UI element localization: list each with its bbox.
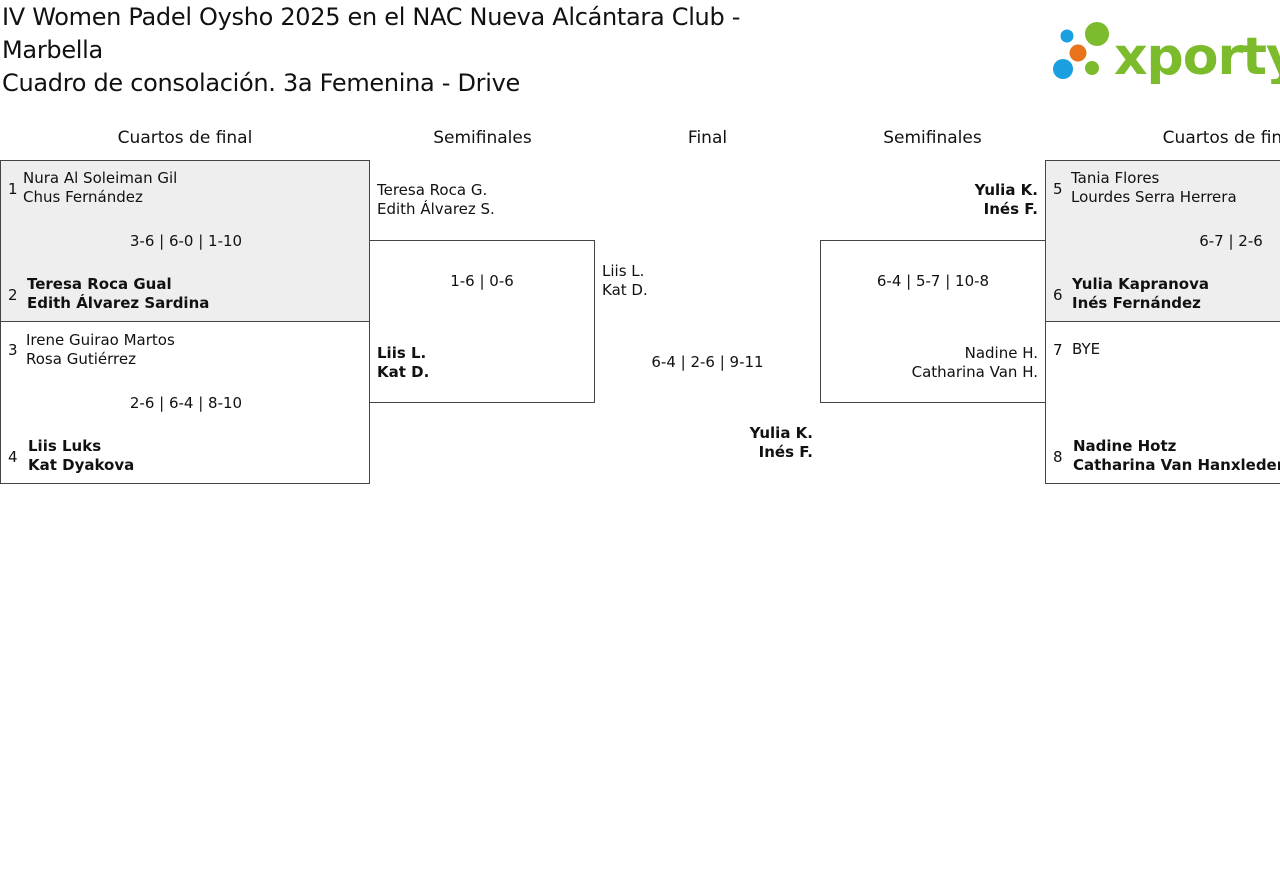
seed-number: 5 bbox=[1053, 180, 1063, 198]
player-name: Edith Álvarez Sardina bbox=[27, 294, 210, 312]
player-name: Inés Fernández bbox=[1072, 294, 1201, 312]
winner-team-names: Teresa Roca Gual Edith Álvarez Sardina bbox=[27, 275, 209, 313]
seed-number: 6 bbox=[1053, 286, 1063, 304]
player-name: Teresa Roca Gual bbox=[27, 275, 172, 293]
column-header-right-sf: Semifinales bbox=[883, 128, 982, 148]
player-name: Catharina Van H. bbox=[911, 363, 1038, 381]
team-names: BYE bbox=[1072, 340, 1100, 359]
xporty-logo[interactable]: xporty bbox=[1050, 18, 1280, 84]
player-name: Chus Fernández bbox=[23, 188, 143, 206]
final-score: 6-4 | 2-6 | 9-11 bbox=[651, 353, 764, 371]
final-team-a: Liis L. Kat D. bbox=[602, 262, 648, 300]
team-names: Tania Flores Lourdes Serra Herrera bbox=[1071, 169, 1237, 207]
player-name: Yulia Kapranova bbox=[1072, 275, 1209, 293]
player-name: Kat D. bbox=[602, 281, 648, 299]
player-name: Catharina Van Hanxleden bbox=[1073, 456, 1280, 474]
left-qf-match-2: 3 Irene Guirao Martos Rosa Gutiérrez 2-6… bbox=[0, 321, 370, 484]
column-header-right-qf: Cuartos de final bbox=[1162, 128, 1280, 148]
match-score: 1-6 | 0-6 bbox=[450, 272, 514, 290]
team-names: Nadine H. Catharina Van H. bbox=[821, 344, 1038, 382]
page-title: IV Women Padel Oysho 2025 en el NAC Nuev… bbox=[2, 1, 902, 100]
team-names: Irene Guirao Martos Rosa Gutiérrez bbox=[26, 331, 175, 369]
column-header-final: Final bbox=[687, 128, 728, 148]
left-sf-team-a: Teresa Roca G. Edith Álvarez S. bbox=[377, 181, 495, 219]
logo-dot-green bbox=[1085, 22, 1109, 46]
column-header-left-qf: Cuartos de final bbox=[117, 128, 253, 148]
player-name: Liis L. bbox=[377, 344, 427, 362]
player-name: Rosa Gutiérrez bbox=[26, 350, 136, 368]
player-name: Kat D. bbox=[377, 363, 430, 381]
winner-team-names: Liis L. Kat D. bbox=[377, 344, 429, 382]
player-name: Tania Flores bbox=[1071, 169, 1160, 187]
player-name: Nura Al Soleiman Gil bbox=[23, 169, 178, 187]
winner-team-names: Yulia Kapranova Inés Fernández bbox=[1072, 275, 1209, 313]
left-qf-match-1: 1 Nura Al Soleiman Gil Chus Fernández 3-… bbox=[0, 160, 370, 322]
title-line-1: IV Women Padel Oysho 2025 en el NAC Nuev… bbox=[2, 3, 741, 31]
team-names: Nura Al Soleiman Gil Chus Fernández bbox=[23, 169, 177, 207]
player-name: Teresa Roca G. bbox=[377, 181, 488, 199]
player-name: Irene Guirao Martos bbox=[26, 331, 175, 349]
player-name: Liis Luks bbox=[28, 437, 102, 455]
logo-dot-blue bbox=[1053, 59, 1073, 79]
logo-dot-orange bbox=[1069, 44, 1087, 62]
right-qf-match-2: 7 BYE 8 Nadine Hotz Catharina Van Hanxle… bbox=[1045, 321, 1280, 484]
final-winner-team: Yulia K. Inés F. bbox=[595, 424, 813, 462]
player-name: Nadine H. bbox=[964, 344, 1038, 362]
winner-team-names: Nadine Hotz Catharina Van Hanxleden bbox=[1073, 437, 1280, 475]
player-name: Inés F. bbox=[758, 443, 813, 461]
match-score: 3-6 | 6-0 | 1-10 bbox=[129, 232, 243, 250]
player-name: BYE bbox=[1072, 340, 1101, 358]
seed-number: 8 bbox=[1053, 448, 1063, 466]
player-name: Yulia K. bbox=[749, 424, 813, 442]
logo-wordmark: xporty bbox=[1114, 27, 1280, 84]
left-sf-match: 1-6 | 0-6 Liis L. Kat D. bbox=[369, 240, 595, 403]
player-name: Liis L. bbox=[602, 262, 645, 280]
player-name: Yulia K. bbox=[974, 181, 1038, 199]
seed-number: 4 bbox=[8, 448, 18, 466]
title-line-3: Cuadro de consolación. 3a Femenina - Dri… bbox=[2, 69, 520, 97]
match-score: 2-6 | 6-4 | 8-10 bbox=[129, 394, 243, 412]
column-header-left-sf: Semifinales bbox=[433, 128, 532, 148]
seed-number: 2 bbox=[8, 286, 18, 304]
player-name: Inés F. bbox=[983, 200, 1038, 218]
match-score: 6-7 | 2-6 bbox=[1199, 232, 1263, 250]
logo-dot-blue-small bbox=[1060, 29, 1074, 43]
player-name: Nadine Hotz bbox=[1073, 437, 1177, 455]
player-name: Kat Dyakova bbox=[28, 456, 135, 474]
seed-number: 1 bbox=[8, 180, 18, 198]
player-name: Lourdes Serra Herrera bbox=[1071, 188, 1237, 206]
player-name: Edith Álvarez S. bbox=[377, 200, 495, 218]
title-line-2: Marbella bbox=[2, 36, 103, 64]
seed-number: 3 bbox=[8, 341, 18, 359]
logo-dot-green-small bbox=[1085, 61, 1099, 75]
right-qf-match-1: 5 Tania Flores Lourdes Serra Herrera 6-7… bbox=[1045, 160, 1280, 322]
seed-number: 7 bbox=[1053, 341, 1063, 359]
right-sf-match: 6-4 | 5-7 | 10-8 Nadine H. Catharina Van… bbox=[820, 240, 1046, 403]
match-score: 6-4 | 5-7 | 10-8 bbox=[876, 272, 990, 290]
winner-team-names: Liis Luks Kat Dyakova bbox=[28, 437, 134, 475]
right-sf-team-a: Yulia K. Inés F. bbox=[820, 181, 1038, 219]
